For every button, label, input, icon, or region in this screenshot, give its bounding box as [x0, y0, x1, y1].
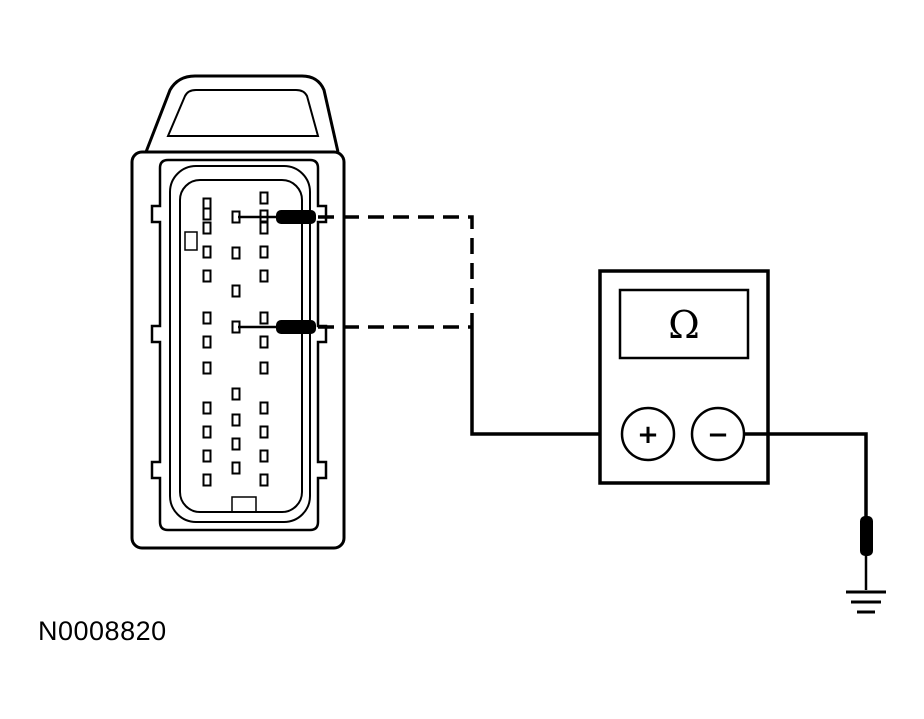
pin-cavity: [259, 335, 269, 349]
connector-icon: [130, 74, 346, 550]
pin-cavity: [202, 335, 212, 349]
pin-cavity: [202, 221, 212, 235]
negative-terminal-label: −: [707, 420, 729, 450]
figure-reference-id: N0008820: [38, 616, 167, 646]
connector-bottom-notch: [231, 496, 257, 513]
connector-inner-housing: [150, 158, 328, 532]
pin-cavity: [259, 311, 269, 325]
probe-lower: [238, 320, 316, 334]
pin-cavity: [231, 246, 241, 260]
pin-cavity: [259, 425, 269, 439]
pin-cavity: [259, 269, 269, 283]
pin-cavity: [259, 473, 269, 487]
pin-cavity: [259, 221, 269, 235]
pin-cavity: [231, 387, 241, 401]
ground-icon: [846, 590, 886, 614]
lead-to-positive: [470, 327, 622, 436]
connector-latch-window: [166, 89, 320, 137]
connector-pins: [202, 191, 269, 487]
connector-pin-field: [179, 179, 303, 513]
probe-icon: [860, 516, 873, 556]
pin-cavity: [202, 245, 212, 259]
dashed-lead-upper: [318, 215, 474, 327]
ohmmeter-icon: Ω + −: [598, 269, 770, 485]
dashed-test-leads: [318, 215, 474, 329]
pin-cavity: [231, 413, 241, 427]
pin-cavity: [259, 191, 269, 205]
meter-display: [618, 288, 750, 360]
pin-cavity: [202, 269, 212, 283]
ground-probe: [860, 516, 873, 590]
pin-cavity: [259, 449, 269, 463]
positive-terminal: [620, 406, 676, 462]
pin-cavity: [202, 401, 212, 415]
pin-cavity: [202, 473, 212, 487]
probe-icon: [276, 210, 316, 224]
meter-display-symbol: Ω: [668, 303, 700, 347]
positive-terminal-label: +: [637, 420, 659, 450]
pin-cavity: [231, 284, 241, 298]
probe-upper: [238, 210, 316, 224]
pin-cavity: [259, 361, 269, 375]
pin-cavity: [202, 311, 212, 325]
lead-to-ground: [744, 432, 868, 520]
connector-key-tab: [184, 231, 198, 251]
pin-cavity: [231, 437, 241, 451]
pin-cavity: [202, 449, 212, 463]
connector-latch: [144, 74, 340, 153]
connector-seal: [169, 165, 311, 523]
pin-cavity: [231, 461, 241, 475]
probe-icon: [276, 320, 316, 334]
pin-cavity: [259, 401, 269, 415]
pin-cavity: [202, 425, 212, 439]
pin-cavity: [202, 207, 212, 221]
pin-cavity: [259, 245, 269, 259]
pin-cavity: [202, 361, 212, 375]
connector-body: [130, 150, 346, 550]
